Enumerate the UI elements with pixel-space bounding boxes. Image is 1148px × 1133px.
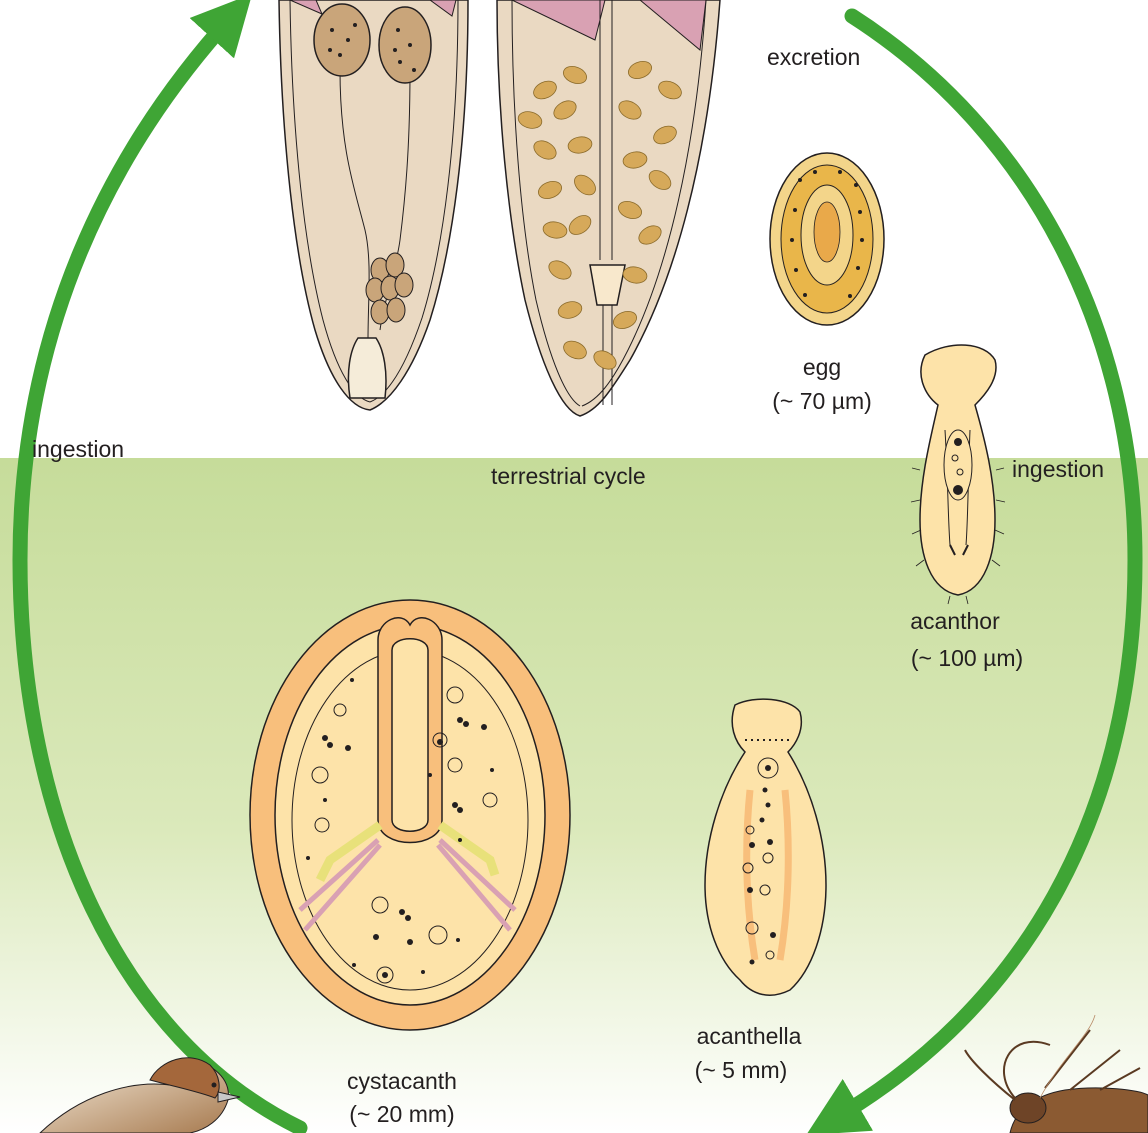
cystacanth-size-label: (~ 20 mm) — [349, 1099, 454, 1129]
adult-male-worm — [279, 0, 468, 410]
egg — [770, 153, 884, 325]
acanthor-label: acanthor — [910, 606, 1000, 636]
cystacanth — [250, 600, 570, 1030]
egg-size-label: (~ 70 µm) — [772, 386, 872, 416]
acanthor-size-label: (~ 100 µm) — [911, 643, 1023, 673]
egg-label: egg — [803, 352, 841, 382]
acanthella-label: acanthella — [697, 1021, 802, 1051]
adult-female-worm — [497, 0, 720, 416]
terrestrial-cycle-label: terrestrial cycle — [491, 461, 646, 491]
ingestion-left-label: ingestion — [32, 434, 124, 464]
acanthella-size-label: (~ 5 mm) — [695, 1055, 788, 1085]
cystacanth-label: cystacanth — [347, 1066, 457, 1096]
ingestion-right-label: ingestion — [1012, 454, 1104, 484]
excretion-label: excretion — [767, 42, 860, 72]
